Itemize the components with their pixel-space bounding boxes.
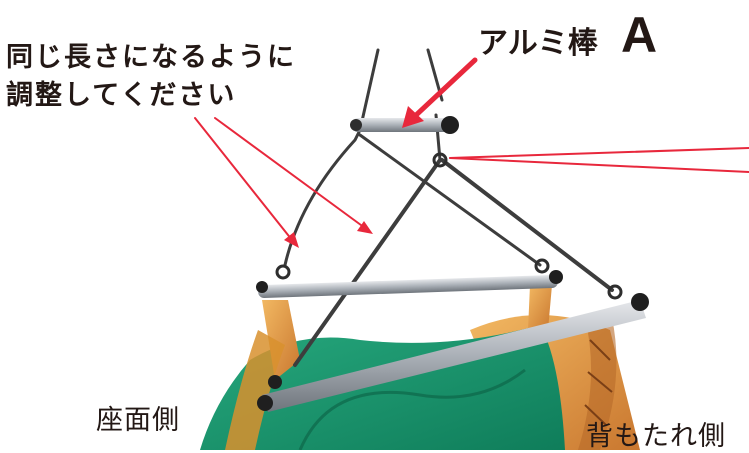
front-rod [257,284,649,412]
arrow-to-rod-a [402,57,478,128]
annotation-arrows [194,57,749,248]
aluminum-rod-label: アルミ棒 [478,26,598,61]
suspension-ropes [283,48,614,367]
back-side-label: 背もたれ側 [586,421,726,452]
aluminum-rod-a [350,116,459,168]
pointer-lines-right [449,147,749,173]
aluminum-rod-letter: A [621,7,658,63]
seat-side-label: 座面側 [96,405,180,436]
arrow-to-center-rope [214,117,373,234]
arrow-to-left-rope [194,117,299,248]
adjust-instruction-line2: 調整してください [6,80,237,111]
middle-rod [256,258,563,299]
adjust-instruction-line1: 同じ長さになるように [6,42,296,73]
